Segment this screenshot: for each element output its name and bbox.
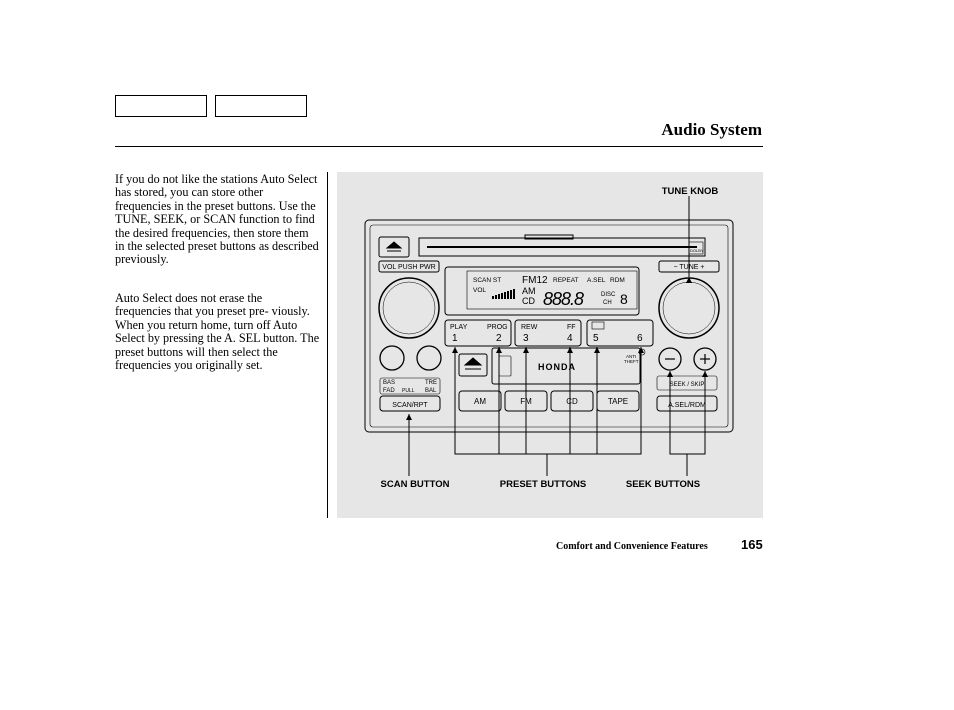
preset-arrow-icon [496,347,502,353]
volume-knob-inner [382,281,436,335]
seek-buttons-callout: SEEK BUTTONS [626,479,700,490]
seek-down-button [658,347,682,371]
display-fm: FM12 [522,275,548,286]
band-tape-label: TAPE [608,397,628,406]
preset-group-5-6 [586,319,654,347]
radio-inner-frame [369,224,729,428]
bal-label: BAL [425,388,437,394]
seek-arrow-icon [667,371,673,377]
display-am: AM [522,286,536,296]
band-button-cd [550,390,594,412]
display-disc: DISC [601,292,616,298]
vol-push-pwr-label: VOL PUSH PWR [382,264,435,271]
bass-knob [379,345,405,371]
preset-group-1-2 [444,319,512,347]
preset-4-label: FF [567,324,576,331]
preset-arrow-icon [638,347,644,353]
display-cd: CD [522,296,535,306]
band-am-label: AM [474,397,486,406]
preset-3-number: 3 [523,333,529,344]
preset-group-3-4 [514,319,582,347]
preset-2-number: 2 [496,333,502,344]
column-divider [327,172,328,518]
radio-chassis [364,219,734,433]
nav-tab-1[interactable] [115,95,207,117]
cd-slot-frame [418,237,706,257]
display-frame [444,266,640,316]
tre-label: TRE [425,380,437,386]
scan-rpt-label: SCAN/RPT [392,402,428,409]
tape-window [498,355,512,377]
display-digits: 888.8 [543,289,584,309]
nav-tab-2[interactable] [215,95,307,117]
preset-buttons-callout: PRESET BUTTONS [500,479,586,490]
display-asel: A.SEL [587,277,606,284]
eject-button [378,236,410,258]
tune-knob-callout: TUNE KNOB [662,186,719,197]
tune-knob [658,277,720,339]
band-cd-label: CD [566,397,578,406]
header-rule [115,146,763,147]
preset-1-number: 1 [452,333,458,344]
band-button-am [458,390,502,412]
display-disc-number: 8 [620,291,628,307]
band-fm-label: FM [520,397,532,406]
volume-knob [378,277,440,339]
preset-arrow-icon [452,347,458,353]
preset-6-number: 6 [637,333,643,344]
seek-skip-frame [656,375,718,391]
treble-knob [416,345,442,371]
tape-eject-button [458,353,488,377]
section-footer: Comfort and Convenience Features [556,541,708,552]
slot-tab [524,234,574,240]
fad-label: FAD [383,388,395,394]
asel-rdm-button [656,395,718,412]
anti-theft-label-1: ANTI [626,354,636,359]
preset-arrow-icon [567,347,573,353]
display-rdm: RDM [610,277,625,284]
body-paragraph-2: Auto Select does not erase the frequenci… [115,291,320,373]
preset-1-label: PLAY [450,324,468,331]
display-screen [466,270,638,310]
preset-4-number: 4 [567,333,573,344]
tone-label-frame [379,377,441,395]
dolby-label: DOLBY [690,248,704,253]
preset-arrow-icon [594,347,600,353]
page-number: 165 [741,537,763,552]
tune-knob-inner [662,281,716,335]
tape-door [491,347,641,385]
audio-unit-figure: TUNE KNOB SCAN BUTTON PRESET BUTTONS SEE… [337,172,763,518]
eject-icon [385,241,403,252]
display-vol: VOL [473,287,486,294]
seek-arrow-icon [702,371,708,377]
pull-label: PULL [402,388,415,394]
vol-label-frame [378,260,440,273]
asel-rdm-label: A.SEL/RDM [668,402,706,409]
preset-arrow-icon [523,347,529,353]
display-repeat: REPEAT [553,277,579,284]
volume-level-meter [492,289,515,299]
audio-unit-illustration: TUNE KNOB SCAN BUTTON PRESET BUTTONS SEE… [364,186,734,490]
preset-2-label: PROG [487,324,508,331]
tune-arrow-icon [686,277,692,283]
tape-eject-icon [463,357,483,370]
honda-logo: HONDA [538,362,576,372]
anti-theft-label-2: THEFT [624,359,639,364]
seek-up-button [693,347,717,371]
body-paragraph-1: If you do not like the stations Auto Sel… [115,172,319,267]
preset-5-indicator [591,321,605,330]
seek-skip-label: SEEK / SKIP [670,382,705,388]
page-title: Audio System [661,120,762,139]
preset-3-label: REW [521,324,538,331]
preset-5-number: 5 [593,333,599,344]
preset-buttons-leader [454,347,642,476]
scan-button-callout: SCAN BUTTON [381,479,450,490]
scan-arrow-icon [406,414,412,420]
bas-label: BAS [383,380,395,386]
seek-buttons-leader [669,371,706,476]
display-scan-st: SCAN ST [473,277,501,284]
scan-rpt-button [379,395,441,412]
tune-label: − TUNE + [674,264,705,271]
display-ch: CH [603,300,612,306]
